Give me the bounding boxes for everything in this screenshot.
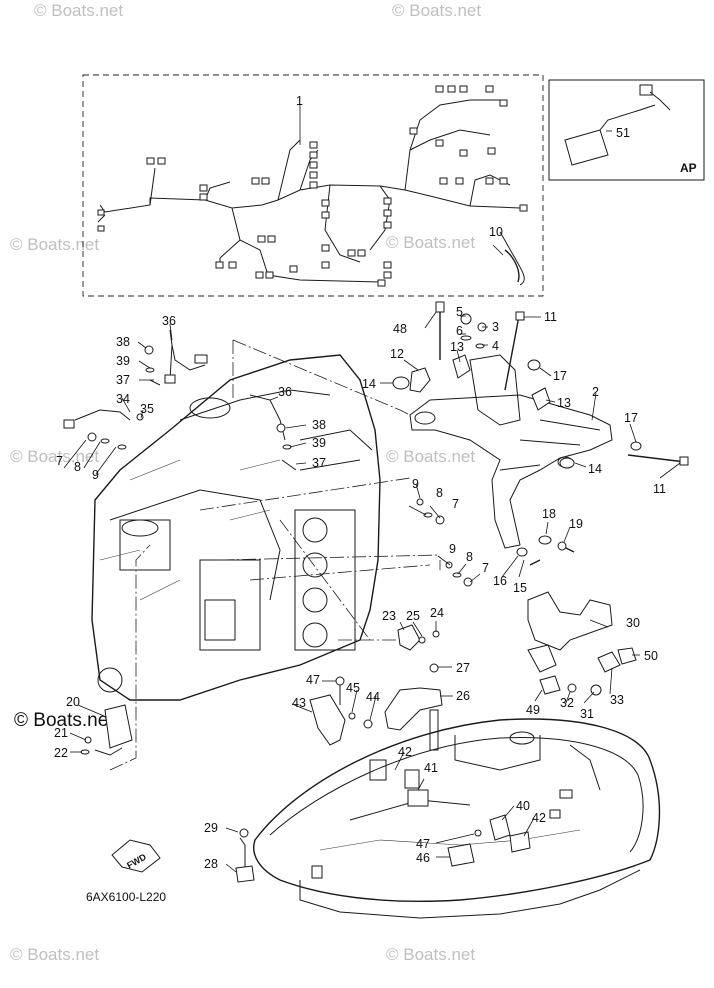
callout-33: 33 <box>610 693 624 707</box>
callout-17-top: 17 <box>553 369 567 383</box>
diagram-code: 6AX6100-L220 <box>86 890 166 904</box>
callout-9-left: 9 <box>92 468 99 482</box>
callout-10: 10 <box>489 225 503 239</box>
callout-5: 5 <box>456 305 463 319</box>
watermark-bottom-right: © Boats.net <box>386 945 475 964</box>
ap-label: AP <box>680 161 697 175</box>
callout-6: 6 <box>456 324 463 338</box>
callout-50: 50 <box>644 649 658 663</box>
callout-51: 51 <box>616 126 630 140</box>
callout-17-right: 17 <box>624 411 638 425</box>
engine-block-drawing <box>91 354 381 701</box>
wiring-harness-drawing <box>97 85 528 287</box>
callout-31: 31 <box>580 707 594 721</box>
callout-25: 25 <box>406 609 420 623</box>
parts-20-22-drawing <box>80 704 133 756</box>
callout-18: 18 <box>542 507 556 521</box>
bracket-30-drawing <box>527 591 637 696</box>
callout-8-left: 8 <box>74 460 81 474</box>
callout-8-low: 8 <box>466 550 473 564</box>
bottom-cowling-drawing <box>235 718 661 919</box>
callout-1: 1 <box>296 94 303 108</box>
callout-44: 44 <box>366 690 380 704</box>
watermark-bottom-left: © Boats.net <box>10 945 99 964</box>
watermark-overlay-dark: © Boats.net <box>14 710 114 731</box>
callout-41: 41 <box>424 761 438 775</box>
callout-13-top: 13 <box>450 340 464 354</box>
callout-24: 24 <box>430 606 444 620</box>
callout-36-mid: 36 <box>278 385 292 399</box>
ap-battery-drawing <box>564 84 671 166</box>
callout-22: 22 <box>54 746 68 760</box>
watermark-top-left: © Boats.net <box>34 1 123 20</box>
callout-39-mid: 39 <box>312 436 326 450</box>
callout-numbers: 1 2 3 4 5 6 7 8 9 9 8 7 9 8 7 10 11 11 1… <box>54 94 666 871</box>
callout-12: 12 <box>390 347 404 361</box>
callout-39-left: 39 <box>116 354 130 368</box>
callout-47-lower: 47 <box>416 837 430 851</box>
callout-13-right: 13 <box>557 396 571 410</box>
callout-30: 30 <box>626 616 640 630</box>
callout-29: 29 <box>204 821 218 835</box>
callout-4: 4 <box>492 339 499 353</box>
callout-19: 19 <box>569 517 583 531</box>
callout-47-upper: 47 <box>306 673 320 687</box>
callout-38-left: 38 <box>116 335 130 349</box>
callout-37-left: 37 <box>116 373 130 387</box>
callout-3: 3 <box>492 320 499 334</box>
callout-9-low: 9 <box>449 542 456 556</box>
watermark-top-right: © Boats.net <box>392 1 481 20</box>
callout-14-right: 14 <box>588 462 602 476</box>
callout-9-mid: 9 <box>412 477 419 491</box>
callout-38-mid: 38 <box>312 418 326 432</box>
ap-box <box>548 79 705 181</box>
parts-23-27-drawing <box>384 624 443 751</box>
callout-34: 34 <box>116 392 130 406</box>
callout-35: 35 <box>140 402 154 416</box>
callout-15: 15 <box>513 581 527 595</box>
callout-8-mid: 8 <box>436 486 443 500</box>
callout-14-left: 14 <box>362 377 376 391</box>
callout-7-low: 7 <box>482 561 489 575</box>
callout-45: 45 <box>346 681 360 695</box>
callout-2: 2 <box>592 385 599 399</box>
callout-37-mid: 37 <box>312 456 326 470</box>
watermark-right-2: © Boats.net <box>386 447 475 466</box>
reference-lines <box>109 339 441 771</box>
watermark-left-2: © Boats.net <box>10 447 99 466</box>
callout-23: 23 <box>382 609 396 623</box>
callout-20: 20 <box>66 695 80 709</box>
parts-43-47-drawing <box>309 676 373 746</box>
callout-21: 21 <box>54 726 68 740</box>
callout-11-right: 11 <box>653 482 666 496</box>
callout-40: 40 <box>516 799 530 813</box>
callout-26: 26 <box>456 689 470 703</box>
callout-leaders <box>63 104 681 873</box>
small-parts-upper <box>392 301 689 566</box>
callout-48: 48 <box>393 322 407 336</box>
callout-49: 49 <box>526 703 540 717</box>
wiring-harness-box <box>82 74 544 297</box>
callout-36-left: 36 <box>162 314 176 328</box>
callout-43: 43 <box>292 696 306 710</box>
callout-7-left: 7 <box>56 454 63 468</box>
callout-27: 27 <box>456 661 470 675</box>
watermarks: © Boats.net © Boats.net © Boats.net © Bo… <box>10 1 481 964</box>
callout-28: 28 <box>204 857 218 871</box>
callout-32: 32 <box>560 696 574 710</box>
callout-16: 16 <box>493 574 507 588</box>
watermark-mid-right: © Boats.net <box>386 233 475 252</box>
callout-11-top: 11 <box>544 310 557 324</box>
harness-part-10 <box>499 231 525 286</box>
small-parts-left <box>63 329 473 587</box>
callout-42-right: 42 <box>532 811 546 825</box>
fwd-arrow: FWD <box>111 839 161 873</box>
callout-46: 46 <box>416 851 430 865</box>
callout-42-left: 42 <box>398 745 412 759</box>
callout-7-mid: 7 <box>452 497 459 511</box>
watermark-mid-left: © Boats.net <box>10 235 99 254</box>
